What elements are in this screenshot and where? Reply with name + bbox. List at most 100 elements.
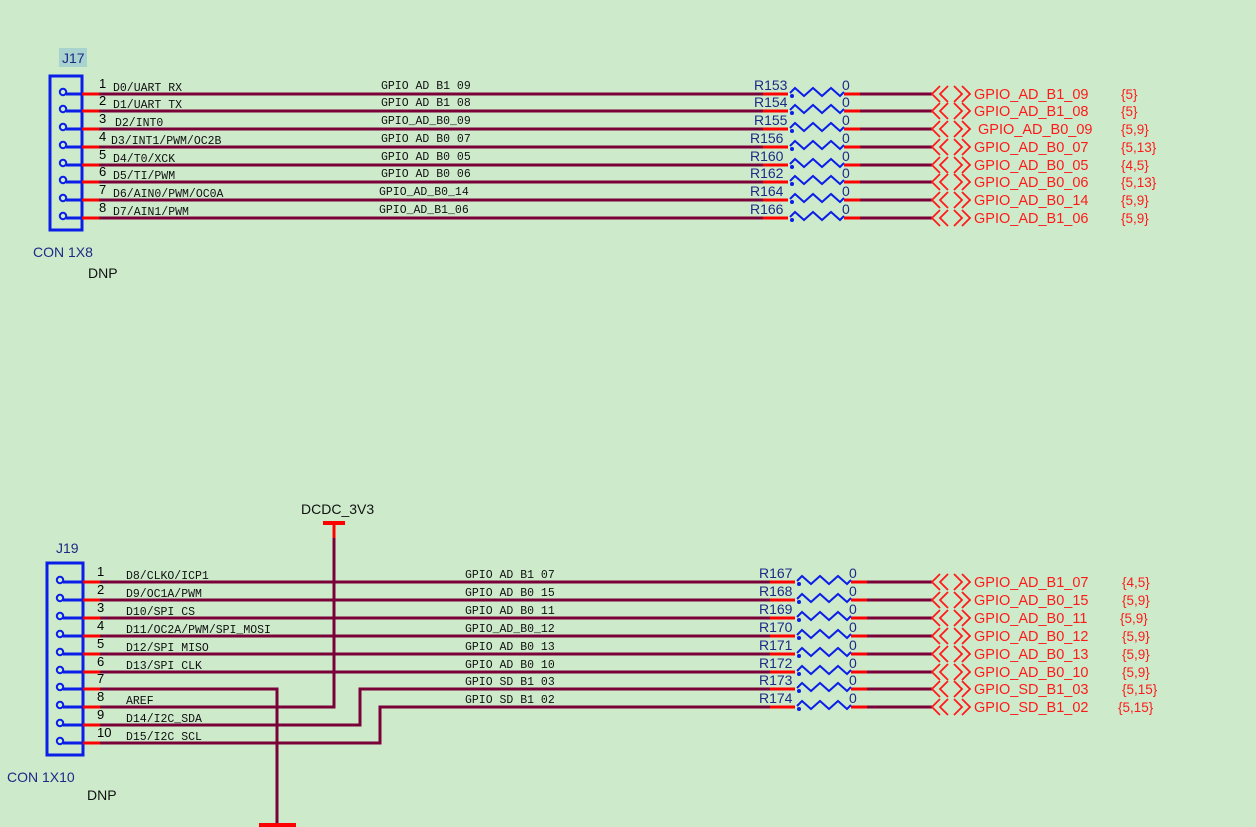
pin-number: 7 — [97, 671, 104, 686]
page-reference: {5} — [1121, 104, 1138, 119]
net-label: GPIO AD B1 09 — [381, 80, 471, 93]
net-label: GPIO_AD_B0_14 — [379, 186, 469, 199]
offpage-net-name: GPIO_AD_B0_07 — [974, 140, 1088, 156]
chevron-left-icon — [930, 663, 941, 681]
offpage-connector-icon — [930, 102, 972, 120]
offpage-net-name: GPIO_AD_B1_06 — [974, 211, 1088, 227]
connector-pin[interactable] — [58, 175, 99, 185]
pin-name: D0/UART RX — [113, 82, 182, 95]
resistor-symbol — [789, 103, 845, 115]
pin-number: 5 — [97, 636, 104, 651]
connector-j17[interactable] — [48, 74, 99, 232]
pin-hole-icon — [58, 87, 68, 97]
chevron-left-icon — [930, 680, 941, 698]
page-reference: {4,5} — [1122, 575, 1150, 590]
connector-pin[interactable] — [55, 718, 100, 728]
chevron-right-icon — [953, 663, 964, 681]
page-reference: {5,15} — [1118, 700, 1154, 715]
offpage-connector-icon — [930, 191, 972, 209]
pin1-dot-icon — [797, 582, 801, 586]
pin-number: 1 — [97, 564, 104, 579]
connector-j19[interactable] — [45, 561, 100, 757]
pin-number: 9 — [97, 707, 104, 722]
pin-number: 8 — [99, 200, 106, 215]
page-reference: {5} — [1121, 87, 1138, 102]
connector-pin[interactable] — [58, 193, 99, 203]
offpage-connector-icon — [930, 663, 972, 681]
chevron-right-icon — [953, 645, 964, 663]
wire — [100, 538, 336, 709]
resistor-refdes: R160 — [750, 148, 784, 164]
connector-pin[interactable] — [58, 158, 99, 168]
pin-hole-icon — [55, 647, 65, 657]
pin1-dot-icon — [797, 707, 801, 711]
chevron-right-icon — [953, 573, 964, 591]
net-gpio_sd_b1_02 — [100, 705, 932, 745]
net-label: GPIO AD B0 05 — [381, 151, 471, 164]
resistor-value: 0 — [842, 183, 850, 199]
chevron-right-icon — [961, 85, 972, 103]
resistor-zigzag — [796, 574, 852, 586]
connector-pin[interactable] — [55, 593, 100, 603]
chevron-right-icon — [953, 698, 964, 716]
pin1-dot-icon — [790, 147, 794, 151]
resistor-value: 0 — [849, 565, 857, 581]
connector-pin[interactable] — [58, 140, 99, 150]
connector-pin[interactable] — [55, 629, 100, 639]
connector-pin[interactable] — [58, 122, 99, 132]
offpage-connector-icon — [930, 138, 972, 156]
connector-pin[interactable] — [55, 700, 100, 710]
chevron-left-icon — [930, 573, 941, 591]
connector-pin[interactable] — [55, 682, 100, 692]
offpage-net-name: GPIO_AD_B0_10 — [974, 665, 1088, 681]
chevron-right-icon — [953, 591, 964, 609]
net-label: GPIO AD B1 07 — [465, 569, 555, 582]
pin-number: 4 — [97, 618, 104, 633]
connector-pin[interactable] — [55, 736, 100, 746]
chevron-left-icon — [938, 209, 949, 227]
resistor-value: 0 — [842, 94, 850, 110]
net-label: GPIO_AD_B0_09 — [381, 115, 471, 128]
connector-part-name: CON 1X8 — [33, 244, 93, 260]
chevron-left-icon — [938, 591, 949, 609]
page-reference: {4,5} — [1121, 158, 1149, 173]
pin-hole-icon — [58, 158, 68, 168]
connector-pin[interactable] — [58, 87, 99, 97]
connector-pin[interactable] — [55, 647, 100, 657]
resistor-refdes: R168 — [759, 583, 793, 599]
refdes-highlight — [59, 48, 87, 67]
pin-name: D10/SPI CS — [126, 606, 195, 619]
resistor-refdes: R172 — [759, 655, 793, 671]
resistor-symbol — [789, 86, 845, 98]
page-reference: {5,9} — [1120, 611, 1148, 626]
connector-pin[interactable] — [58, 104, 99, 114]
pin-name: D8/CLKO/ICP1 — [126, 570, 209, 583]
pin1-dot-icon — [797, 618, 801, 622]
chevron-right-icon — [961, 627, 972, 645]
page-reference: {5,13} — [1121, 140, 1157, 155]
offpage-net-name: GPIO_AD_B1_09 — [974, 87, 1088, 103]
net-label: GPIO AD B0 15 — [465, 587, 555, 600]
chevron-right-icon — [961, 173, 972, 191]
net-label: GPIO AD B0 06 — [381, 168, 471, 181]
chevron-right-icon — [961, 698, 972, 716]
pin-hole-icon — [55, 629, 65, 639]
resistor-zigzag — [796, 592, 852, 604]
pin-number: 3 — [97, 600, 104, 615]
net-dcdc-3v3 — [100, 521, 345, 709]
pin-name: D4/T0/XCK — [113, 153, 175, 166]
pin-name: D2/INT0 — [115, 117, 163, 130]
connector-pin[interactable] — [55, 575, 100, 585]
resistor-value: 0 — [842, 148, 850, 164]
connector-pin[interactable] — [55, 665, 100, 675]
chevron-right-icon — [953, 191, 964, 209]
connector-body — [48, 74, 84, 232]
resistor-zigzag — [789, 210, 845, 222]
resistor-symbol — [796, 699, 852, 711]
pin-number: 5 — [99, 147, 106, 162]
chevron-right-icon — [953, 209, 964, 227]
connector-pin[interactable] — [55, 611, 100, 621]
connector-pin[interactable] — [58, 211, 99, 221]
resistor-refdes: R155 — [754, 112, 788, 128]
offpage-net-name: GPIO_AD_B0_05 — [974, 158, 1088, 174]
